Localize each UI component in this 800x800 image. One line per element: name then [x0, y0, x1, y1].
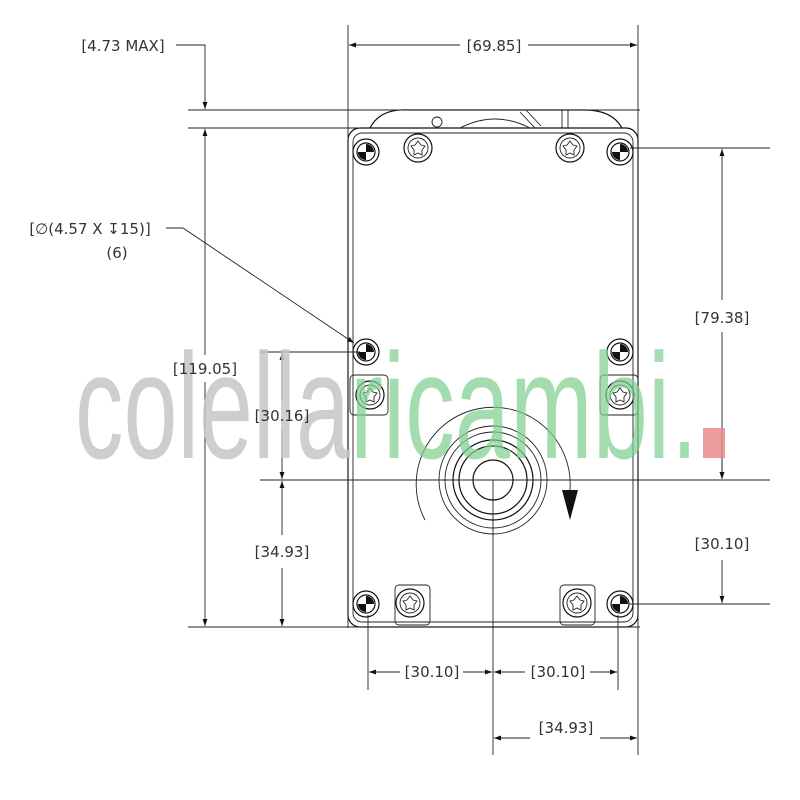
dim-hole-callout: [∅(4.57 X ↧15)]: [29, 220, 150, 238]
dim-right-lower: [30.10]: [695, 535, 750, 553]
dim-right-upper: [79.38]: [695, 309, 750, 327]
dim-bottom-offset: [34.93]: [539, 719, 594, 737]
dim-left-lower: [34.93]: [255, 543, 310, 561]
dim-height: [119.05]: [173, 360, 237, 378]
dim-top-max: [4.73 MAX]: [81, 37, 164, 55]
dim-hole-count: (6): [106, 244, 127, 262]
dim-bottom-right: [30.10]: [531, 663, 586, 681]
dim-width: [69.85]: [467, 37, 522, 55]
dim-bottom-left: [30.10]: [405, 663, 460, 681]
dim-left-upper: [30.16]: [255, 407, 310, 425]
